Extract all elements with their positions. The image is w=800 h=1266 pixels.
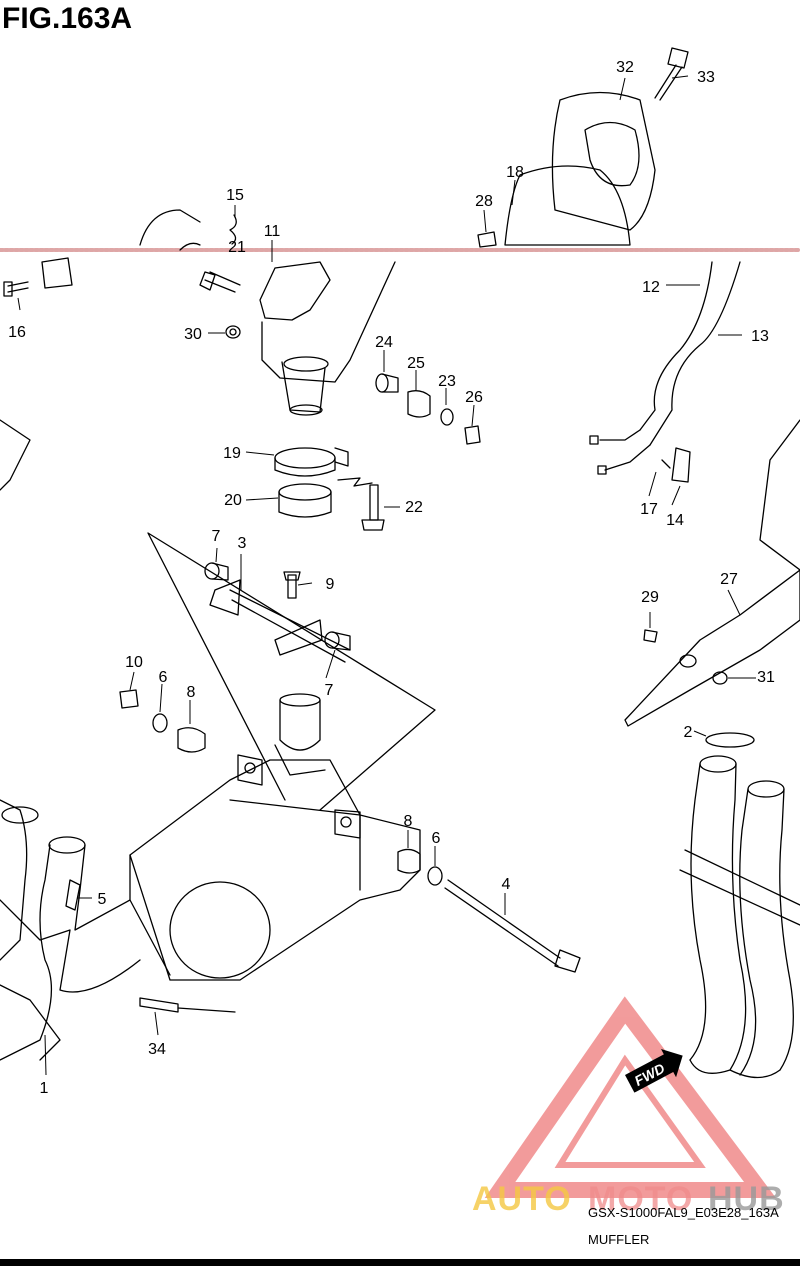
gasket bbox=[278, 483, 332, 501]
grommet bbox=[177, 727, 206, 753]
seat-cowl bbox=[551, 91, 656, 231]
collar bbox=[375, 373, 389, 393]
fig-title: FIG.163A bbox=[2, 2, 133, 35]
callout-17: 17 bbox=[640, 501, 658, 518]
callout-34: 34 bbox=[148, 1041, 166, 1058]
o2-sensor bbox=[139, 997, 179, 1013]
muffler-bracket bbox=[229, 589, 351, 651]
watermark-text-moto: MOTO bbox=[588, 1180, 694, 1218]
callout-22: 22 bbox=[405, 499, 423, 516]
callout-15: 15 bbox=[226, 187, 244, 204]
callout-3: 3 bbox=[238, 535, 247, 552]
callout-13: 13 bbox=[751, 328, 769, 345]
callout-5: 5 bbox=[98, 891, 107, 908]
callout-16: 16 bbox=[8, 324, 26, 341]
callout-8b: 8 bbox=[404, 813, 413, 830]
heat-shield bbox=[624, 569, 800, 727]
callout-30: 30 bbox=[184, 326, 202, 343]
muffler-body bbox=[129, 759, 421, 981]
callout-28: 28 bbox=[475, 193, 493, 210]
callout-21: 21 bbox=[228, 239, 246, 256]
bottom-bar bbox=[0, 1259, 800, 1266]
callout-7b: 7 bbox=[325, 682, 334, 699]
callout-32: 32 bbox=[616, 59, 634, 76]
callout-29: 29 bbox=[641, 589, 659, 606]
callout-9: 9 bbox=[326, 576, 335, 593]
callout-23: 23 bbox=[438, 373, 456, 390]
callout-24: 24 bbox=[375, 334, 393, 351]
callout-11: 11 bbox=[264, 223, 281, 240]
part-name: MUFFLER bbox=[588, 1232, 650, 1247]
watermark-text-hub: HUB bbox=[708, 1180, 785, 1218]
callout-18: 18 bbox=[506, 164, 524, 181]
callout-6b: 6 bbox=[432, 830, 441, 847]
callout-19: 19 bbox=[223, 445, 241, 462]
callout-1: 1 bbox=[40, 1080, 49, 1097]
callout-6a: 6 bbox=[159, 669, 168, 686]
header-pipe-left bbox=[0, 799, 28, 961]
callout-26: 26 bbox=[465, 389, 483, 406]
callout-31: 31 bbox=[757, 669, 775, 686]
callout-14: 14 bbox=[666, 512, 684, 529]
callout-4: 4 bbox=[502, 876, 511, 893]
bolt bbox=[654, 47, 689, 101]
long-bolt bbox=[444, 879, 561, 967]
callout-33: 33 bbox=[697, 69, 715, 86]
seat bbox=[504, 165, 631, 246]
callout-2: 2 bbox=[684, 724, 693, 741]
callout-27: 27 bbox=[720, 571, 738, 588]
watermark-text-auto: AUTO bbox=[472, 1180, 572, 1218]
part-code: GSX-S1000FAL9_E03E28_163A bbox=[588, 1205, 779, 1220]
callout-10: 10 bbox=[125, 654, 143, 671]
callout-12: 12 bbox=[642, 279, 660, 296]
clamp bbox=[274, 447, 336, 469]
cable bbox=[639, 261, 713, 431]
callout-7a: 7 bbox=[212, 528, 221, 545]
callout-8a: 8 bbox=[187, 684, 196, 701]
callout-20: 20 bbox=[224, 492, 242, 509]
grommet bbox=[407, 390, 431, 418]
hanger-bracket bbox=[259, 261, 331, 321]
callout-25: 25 bbox=[407, 355, 425, 372]
header-pipe-right bbox=[689, 763, 707, 1061]
watermark-logo bbox=[484, 996, 776, 1198]
